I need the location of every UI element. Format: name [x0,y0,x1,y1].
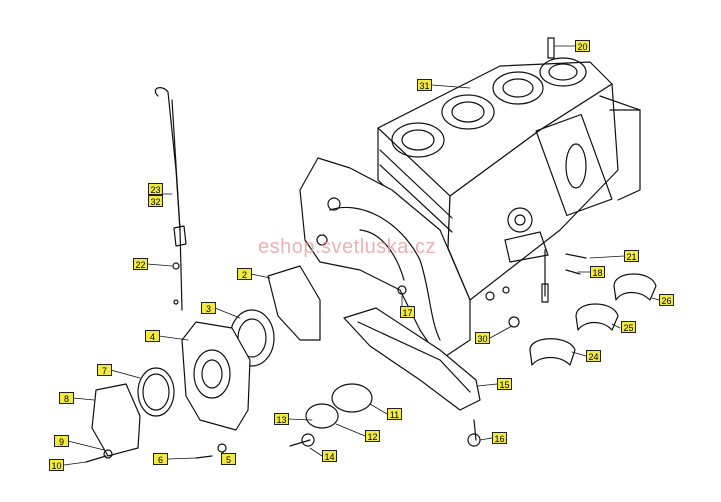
cover-plate-12 [305,403,339,429]
part-label-8: 8 [59,392,74,404]
part-label-20: 20 [575,40,590,52]
rear-cover-4 [181,321,251,431]
gasket-2 [267,265,321,341]
part-label-23: 23 [148,183,163,195]
part-label-15: 15 [497,378,512,390]
cover-gasket-11 [331,383,373,413]
part-label-21: 21 [624,250,639,262]
part-label-22: 22 [133,258,148,270]
part-label-11: 11 [387,408,402,420]
part-label-18: 18 [590,266,605,278]
part-label-17: 17 [400,306,415,318]
part-label-16: 16 [492,432,507,444]
part-label-9: 9 [54,435,69,447]
part-label-3: 3 [201,302,216,314]
leader-lines [63,45,660,466]
part-label-4: 4 [145,330,160,342]
part-label-14: 14 [322,450,337,462]
bell-housing [299,157,471,361]
part-label-30: 30 [475,332,490,344]
part-label-6: 6 [153,453,168,465]
part-label-12: 12 [365,430,380,442]
watermark: eshop.svetluska.cz [258,236,436,258]
part-label-10: 10 [49,459,64,471]
engine-block [377,57,641,301]
stud-20 [547,37,555,59]
gasket-8 [91,383,141,457]
part-label-31: 31 [417,79,432,91]
part-label-24: 24 [586,350,601,362]
part-label-2: 2 [237,268,252,280]
bearing-shells [529,273,657,366]
dipstick [154,87,187,311]
sump-gasket-15 [343,307,481,411]
ring-7 [137,367,175,417]
small-parts [85,249,587,463]
part-label-7: 7 [97,364,112,376]
part-label-5: 5 [221,453,236,465]
part-label-13: 13 [274,413,289,425]
part-label-26: 26 [659,294,674,306]
part-label-32: 32 [148,195,163,207]
part-label-25: 25 [621,321,636,333]
